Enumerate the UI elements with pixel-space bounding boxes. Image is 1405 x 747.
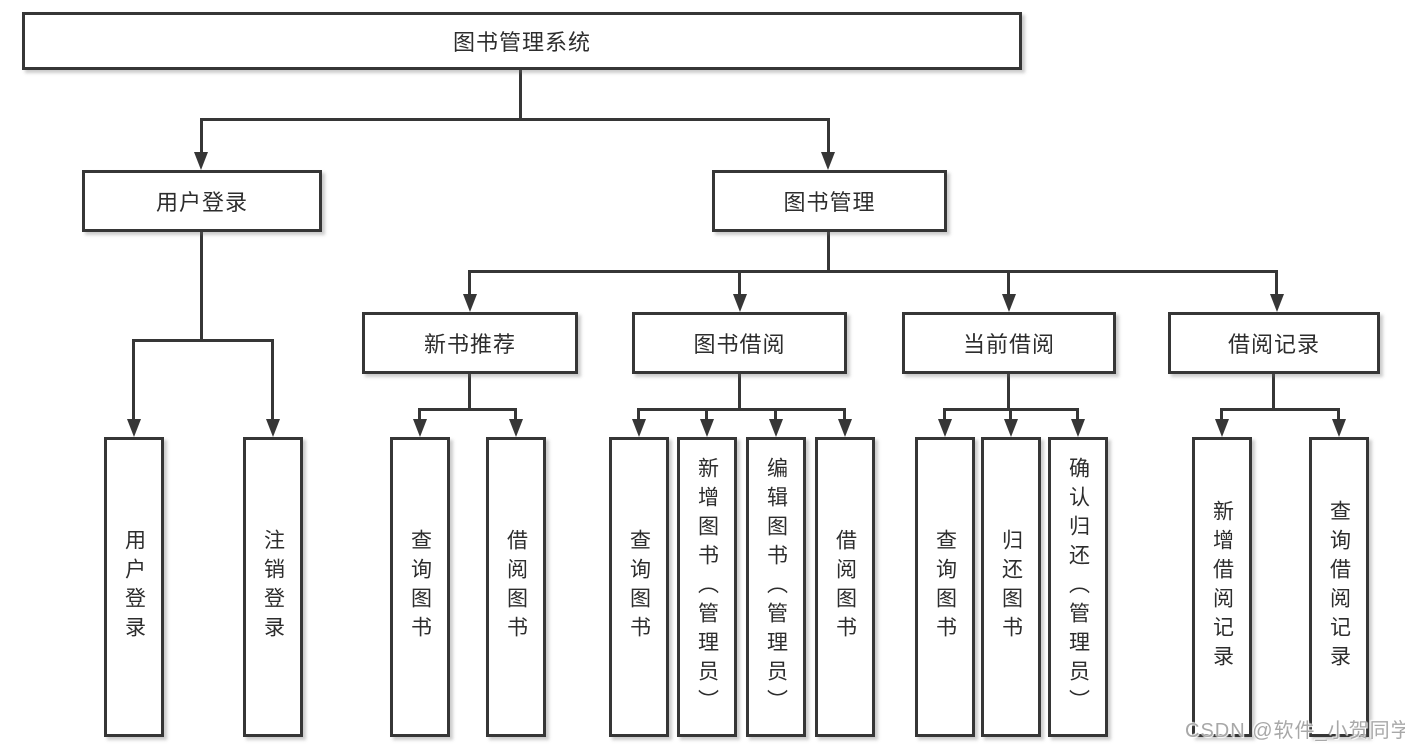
arrow-down-icon	[838, 419, 852, 437]
node-library-management-system: 图书管理系统	[22, 12, 1022, 70]
connector-to-leaf	[514, 408, 517, 422]
node-label: 新增借阅记录	[1210, 500, 1234, 674]
node-label: 用户登录	[122, 529, 146, 645]
connector-to-leaf	[418, 408, 421, 422]
arrow-down-icon	[127, 419, 141, 437]
leaf-return-books: 归还图书	[981, 437, 1041, 737]
connector-to-leaf	[774, 408, 777, 422]
connector-borrow-records-stem	[1272, 374, 1275, 410]
connector-to-leaf	[1220, 408, 1223, 422]
connector-to-borrow-records	[1275, 270, 1278, 296]
connector-user-login-stem	[200, 232, 203, 342]
leaf-add-books-admin: 新增图书（管理员）	[677, 437, 737, 737]
node-book-management: 图书管理	[712, 170, 947, 232]
node-borrowing-records: 借阅记录	[1168, 312, 1380, 374]
connector-root-split	[200, 118, 830, 121]
arrow-down-icon	[463, 294, 477, 312]
connector-to-leaf	[271, 339, 274, 420]
connector-to-book-borrow	[738, 270, 741, 296]
node-label: 查询图书	[627, 529, 651, 645]
arrow-down-icon	[700, 419, 714, 437]
leaf-logout: 注销登录	[243, 437, 303, 737]
node-label: 当前借阅	[962, 332, 1055, 357]
connector-current-borrow-stem	[1007, 374, 1010, 410]
arrow-down-icon	[1071, 419, 1085, 437]
node-label: 图书借阅	[693, 332, 786, 357]
node-book-borrowing: 图书借阅	[632, 312, 847, 374]
node-label: 借阅记录	[1227, 332, 1320, 357]
connector-to-leaf	[1337, 408, 1340, 422]
connector-book-mgmt-split	[468, 270, 1278, 273]
connector-to-leaf	[705, 408, 708, 422]
arrow-down-icon	[1332, 419, 1346, 437]
arrow-down-icon	[509, 419, 523, 437]
leaf-borrow-books-recommend: 借阅图书	[486, 437, 546, 737]
node-user-login: 用户登录	[82, 170, 322, 232]
leaf-confirm-return-admin: 确认归还（管理员）	[1048, 437, 1108, 737]
connector-to-leaf	[637, 408, 640, 422]
arrow-down-icon	[821, 152, 835, 170]
node-label: 注销登录	[261, 529, 285, 645]
node-label: 用户登录	[155, 190, 248, 215]
connector-book-mgmt-stem	[827, 232, 830, 272]
csdn-watermark: CSDN @软件_小贺同学	[1185, 720, 1405, 742]
leaf-user-login: 用户登录	[104, 437, 164, 737]
leaf-query-borrow-record: 查询借阅记录	[1309, 437, 1369, 737]
node-label: 归还图书	[999, 529, 1023, 645]
connector-user-login-split	[132, 339, 274, 342]
node-label: 查询图书	[408, 529, 432, 645]
leaf-add-borrow-record: 新增借阅记录	[1192, 437, 1252, 737]
connector-to-leaf	[132, 339, 135, 420]
connector-book-borrow-split	[637, 408, 846, 411]
arrow-down-icon	[1004, 419, 1018, 437]
leaf-edit-books-admin: 编辑图书（管理员）	[746, 437, 806, 737]
connector-to-leaf	[1076, 408, 1079, 422]
arrow-down-icon	[1215, 419, 1229, 437]
connector-to-book-management	[827, 118, 830, 154]
node-label: 借阅图书	[833, 529, 857, 645]
node-label: 图书管理系统	[452, 30, 591, 55]
node-label: 新书推荐	[423, 332, 516, 357]
arrow-down-icon	[1270, 294, 1284, 312]
node-new-book-recommend: 新书推荐	[362, 312, 578, 374]
connector-to-new-books	[468, 270, 471, 296]
connector-book-borrow-stem	[738, 374, 741, 410]
connector-new-books-split	[418, 408, 517, 411]
arrow-down-icon	[413, 419, 427, 437]
connector-to-leaf	[943, 408, 946, 422]
node-label: 确认归还（管理员）	[1066, 456, 1090, 718]
arrow-down-icon	[194, 152, 208, 170]
arrow-down-icon	[769, 419, 783, 437]
arrow-down-icon	[1002, 294, 1016, 312]
connector-to-user-login	[200, 118, 203, 154]
node-label: 查询借阅记录	[1327, 500, 1351, 674]
connector-borrow-records-split	[1220, 408, 1340, 411]
leaf-query-books-recommend: 查询图书	[390, 437, 450, 737]
arrow-down-icon	[632, 419, 646, 437]
leaf-query-books-borrowing: 查询图书	[609, 437, 669, 737]
connector-root-stem	[519, 70, 522, 120]
connector-to-leaf	[843, 408, 846, 422]
node-label: 新增图书（管理员）	[695, 456, 719, 718]
leaf-query-books-current: 查询图书	[915, 437, 975, 737]
node-label: 借阅图书	[504, 529, 528, 645]
node-label: 编辑图书（管理员）	[764, 456, 788, 718]
connector-to-leaf	[1009, 408, 1012, 422]
node-current-borrowing: 当前借阅	[902, 312, 1116, 374]
arrow-down-icon	[733, 294, 747, 312]
connector-to-current-borrow	[1007, 270, 1010, 296]
arrow-down-icon	[938, 419, 952, 437]
connector-new-books-stem	[468, 374, 471, 410]
leaf-borrow-books: 借阅图书	[815, 437, 875, 737]
node-label: 查询图书	[933, 529, 957, 645]
node-label: 图书管理	[783, 190, 876, 215]
arrow-down-icon	[266, 419, 280, 437]
